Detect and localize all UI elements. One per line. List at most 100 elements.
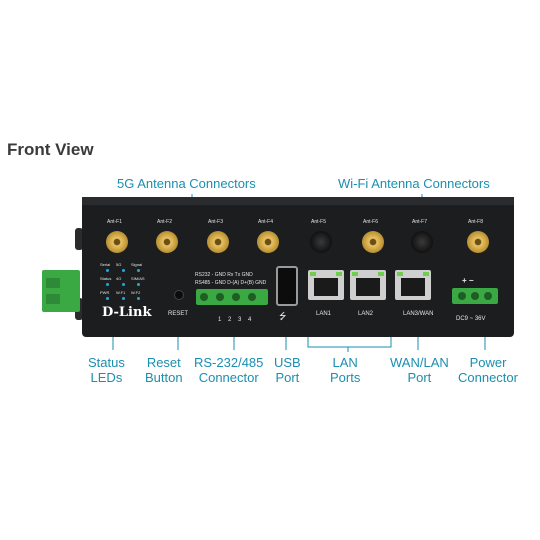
led-label: W.F1 bbox=[116, 290, 126, 295]
terminal-screw bbox=[484, 292, 492, 300]
status-led bbox=[137, 269, 140, 272]
antenna-connector[interactable] bbox=[207, 231, 229, 253]
callout-line: Port bbox=[275, 370, 300, 385]
reset-label: RESET bbox=[168, 311, 189, 317]
callout-usb: USB Port bbox=[274, 355, 301, 385]
status-led bbox=[137, 297, 140, 300]
antenna-label: Ant-F7 bbox=[412, 219, 428, 225]
power-polarity: + − bbox=[462, 276, 474, 285]
ethernet-port-label: LAN3/WAN bbox=[403, 311, 434, 317]
side-terminal-slot bbox=[46, 278, 60, 288]
antenna-label: Ant-F6 bbox=[363, 219, 379, 225]
serial-pin-number: 2 bbox=[228, 317, 232, 323]
serial-label-rs232: RS232 - GND Rx Tx GND bbox=[195, 272, 253, 278]
callout-line: Power bbox=[469, 355, 507, 370]
antenna-cap[interactable] bbox=[411, 231, 433, 253]
callout-line: RS-232/485 bbox=[194, 355, 264, 370]
callout-line: LAN bbox=[332, 355, 358, 370]
usb-icon: ⭍ bbox=[279, 311, 287, 321]
callout-line: Reset bbox=[146, 355, 181, 370]
led-label: Serial bbox=[100, 262, 111, 267]
callout-power: Power Connector bbox=[458, 355, 518, 385]
callout-line: Button bbox=[145, 370, 183, 385]
callout-wan-lan: WAN/LAN Port bbox=[390, 355, 449, 385]
antenna-label: Ant-F5 bbox=[311, 219, 327, 225]
antenna-connector[interactable] bbox=[156, 231, 178, 253]
chassis-top-edge bbox=[82, 197, 514, 205]
ethernet-socket bbox=[314, 278, 338, 296]
reset-button[interactable] bbox=[174, 290, 184, 300]
antenna-label: Ant-F2 bbox=[157, 219, 173, 225]
ethernet-port-label: LAN2 bbox=[358, 311, 374, 317]
callout-reset: Reset Button bbox=[145, 355, 183, 385]
callout-line: Connector bbox=[198, 370, 259, 385]
ethernet-port[interactable] bbox=[395, 270, 431, 300]
brand-logo: D-Link bbox=[102, 305, 152, 320]
terminal-screw bbox=[248, 293, 256, 301]
callout-line: LEDs bbox=[90, 370, 123, 385]
port-led bbox=[336, 272, 342, 276]
port-led bbox=[423, 272, 429, 276]
side-terminal-slot bbox=[46, 294, 60, 304]
callout-wifi-antenna: Wi-Fi Antenna Connectors bbox=[338, 176, 490, 191]
antenna-label: Ant-F4 bbox=[258, 219, 274, 225]
status-led bbox=[122, 283, 125, 286]
callout-rs232: RS-232/485 Connector bbox=[194, 355, 263, 385]
led-label: Status bbox=[100, 276, 112, 281]
antenna-label: Ant-F8 bbox=[468, 219, 484, 225]
serial-pin-number: 4 bbox=[248, 317, 252, 323]
led-label: W.F2 bbox=[131, 290, 141, 295]
antenna-cap[interactable] bbox=[310, 231, 332, 253]
callout-line: Connector bbox=[458, 370, 518, 385]
ethernet-port-label: LAN1 bbox=[316, 311, 332, 317]
port-led bbox=[378, 272, 384, 276]
port-led bbox=[397, 272, 403, 276]
power-terminal-block[interactable] bbox=[452, 288, 498, 304]
led-label: SIM/AS bbox=[131, 276, 145, 281]
ethernet-socket bbox=[356, 278, 380, 296]
serial-pin-number: 3 bbox=[238, 317, 242, 323]
terminal-screw bbox=[471, 292, 479, 300]
led-label: Signal bbox=[131, 262, 143, 267]
antenna-connector[interactable] bbox=[362, 231, 384, 253]
callout-line: Ports bbox=[330, 370, 361, 385]
antenna-connector[interactable] bbox=[467, 231, 489, 253]
ethernet-port[interactable] bbox=[350, 270, 386, 300]
terminal-screw bbox=[216, 293, 224, 301]
status-led bbox=[137, 283, 140, 286]
usb-port[interactable] bbox=[276, 266, 298, 306]
page-title: Front View bbox=[7, 140, 94, 159]
serial-terminal-block[interactable] bbox=[196, 289, 268, 305]
antenna-connector[interactable] bbox=[257, 231, 279, 253]
port-led bbox=[310, 272, 316, 276]
callout-line: USB bbox=[274, 355, 301, 370]
callout-lan: LAN Ports bbox=[330, 355, 360, 385]
serial-pin-number: 1 bbox=[218, 317, 222, 323]
status-led bbox=[106, 269, 109, 272]
antenna-label: Ant-F1 bbox=[107, 219, 123, 225]
status-led bbox=[122, 297, 125, 300]
ethernet-port[interactable] bbox=[308, 270, 344, 300]
chassis bbox=[82, 197, 514, 337]
serial-label-rs485: RS485 - GND D-(A) D+(B) GND bbox=[195, 280, 267, 286]
side-clip bbox=[75, 228, 83, 250]
callout-line: Port bbox=[407, 370, 432, 385]
callout-5g-antenna: 5G Antenna Connectors bbox=[117, 176, 256, 191]
power-rating: DC9 ~ 36V bbox=[456, 316, 486, 322]
terminal-screw bbox=[458, 292, 466, 300]
antenna-connector[interactable] bbox=[106, 231, 128, 253]
led-label: 5G bbox=[116, 262, 122, 267]
callout-line: WAN/LAN bbox=[390, 355, 449, 370]
terminal-screw bbox=[232, 293, 240, 301]
led-label: PWR bbox=[100, 290, 110, 295]
ethernet-socket bbox=[401, 278, 425, 296]
led-label: 4G bbox=[116, 276, 122, 281]
callout-line: Status bbox=[88, 355, 125, 370]
side-terminal-block bbox=[42, 270, 80, 312]
status-led bbox=[106, 297, 109, 300]
terminal-screw bbox=[200, 293, 208, 301]
callout-status-leds: Status LEDs bbox=[88, 355, 125, 385]
port-led bbox=[352, 272, 358, 276]
status-led bbox=[122, 269, 125, 272]
